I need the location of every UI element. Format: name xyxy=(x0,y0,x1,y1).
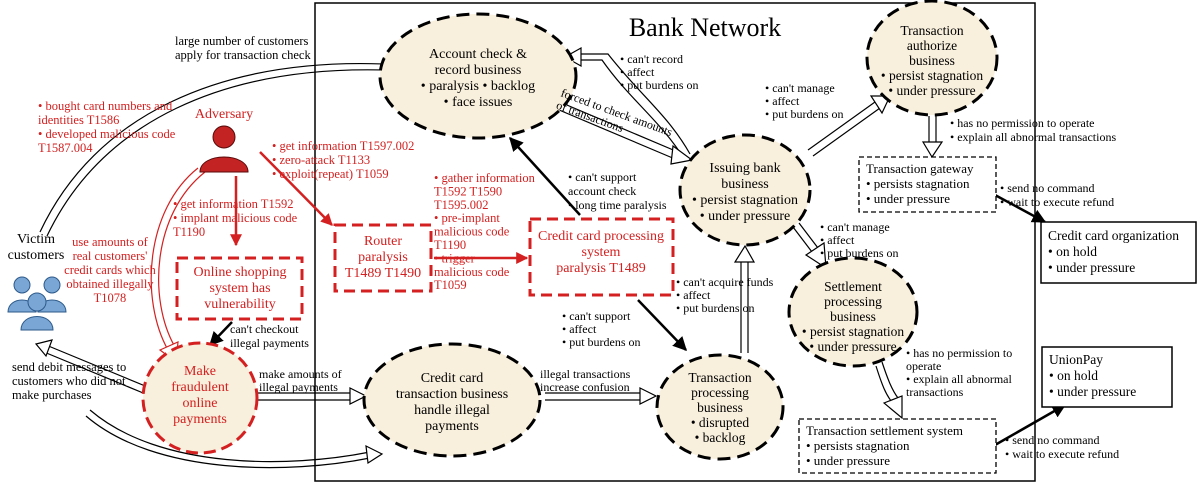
node-cc-org xyxy=(1040,221,1197,284)
node-tx-authorize xyxy=(865,0,999,117)
label-cant-acquire: • can't acquire funds• affect• put burde… xyxy=(676,275,774,315)
node-tx-processing xyxy=(655,353,785,461)
label-cant-manage-2: • can't manage• affect• put burdens on xyxy=(820,220,899,260)
bank-network-frame xyxy=(314,2,1036,482)
diagram-title: Bank Network xyxy=(629,13,781,42)
label-adv-router: • get information T1597.002• zero-attack… xyxy=(272,139,414,181)
connectors xyxy=(34,46,944,469)
label-adv-shop: • get information T1592• implant malicio… xyxy=(173,197,298,239)
label-cant-support-2: • can't support• affect• put burdens on xyxy=(562,309,641,349)
node-account-check xyxy=(378,12,578,140)
node-unionpay xyxy=(1041,346,1173,408)
node-tx-gateway-text: Transaction gateway• persists stagnation… xyxy=(866,161,974,206)
label-send-cmd-1: • send no command• wait to execute refun… xyxy=(1000,181,1114,209)
edge-adversary-router xyxy=(259,151,333,226)
edge-adversary-fraud xyxy=(150,167,199,351)
customers-icon xyxy=(7,276,67,331)
node-settlement xyxy=(787,256,919,368)
edge-gateway-cc-org xyxy=(994,193,1047,224)
edge-shop-fraud xyxy=(209,321,233,347)
node-shopping xyxy=(175,256,304,321)
edge-ccp-account-check xyxy=(509,136,581,216)
node-tx-gateway xyxy=(858,156,997,213)
adversary-label: Adversary xyxy=(195,107,253,122)
node-unionpay-text: UnionPay• on hold• under pressure xyxy=(1049,352,1136,399)
adversary-icon xyxy=(199,125,249,173)
label-cant-record: • can't record• affect• put burdens on xyxy=(620,52,699,92)
node-cc-org-text: Credit card organization• on hold• under… xyxy=(1048,228,1179,275)
node-cc-transaction xyxy=(362,342,542,458)
label-forced: forced to check amountsof transactions xyxy=(555,86,675,152)
node-account-check-text: Account check &record business• paralysi… xyxy=(421,47,535,110)
node-fraud xyxy=(141,341,259,455)
node-issuing-bank xyxy=(678,133,812,247)
node-router xyxy=(333,223,433,293)
node-tx-settlement xyxy=(798,418,997,474)
edge-ccp-tx-processing xyxy=(637,299,687,352)
label-cant-manage-1: • can't manage• affect• put burdens on xyxy=(765,81,844,121)
label-no-perm-1: • has no permission to operate• explain … xyxy=(950,116,1116,144)
edge-settlement-unionpay xyxy=(994,403,1067,447)
node-tx-settlement-text: Transaction settlement system• persists … xyxy=(806,423,963,468)
node-cc-processing xyxy=(528,217,675,297)
edge-victim-account-check xyxy=(39,62,385,233)
label-send-cmd-2: • send no command• wait to execute refun… xyxy=(1005,433,1119,461)
